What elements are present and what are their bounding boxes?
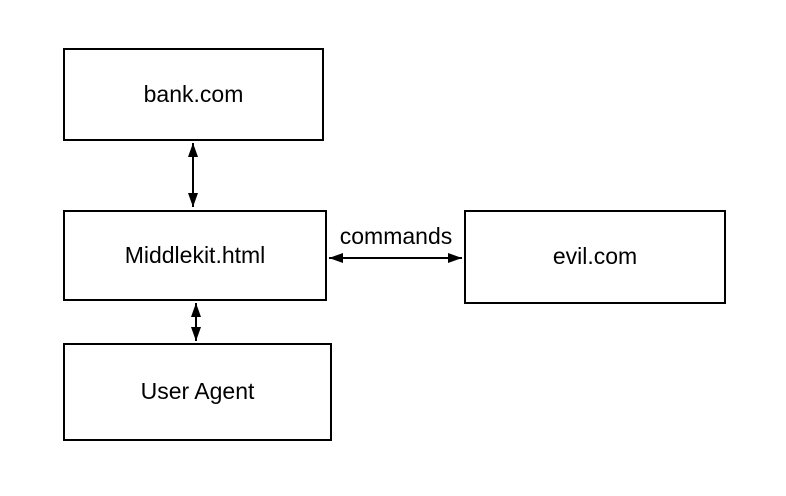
edge-label-commands: commands: [339, 223, 453, 249]
node-evil-com: evil.com: [464, 210, 726, 304]
node-label-evil-com: evil.com: [552, 243, 638, 270]
node-label-user-agent: User Agent: [140, 378, 255, 405]
node-user-agent: User Agent: [63, 343, 332, 441]
node-middlekit-html: Middlekit.html: [63, 210, 327, 301]
node-bank-com: bank.com: [63, 48, 324, 141]
node-label-middlekit-html: Middlekit.html: [124, 241, 266, 268]
node-label-bank-com: bank.com: [143, 80, 244, 107]
